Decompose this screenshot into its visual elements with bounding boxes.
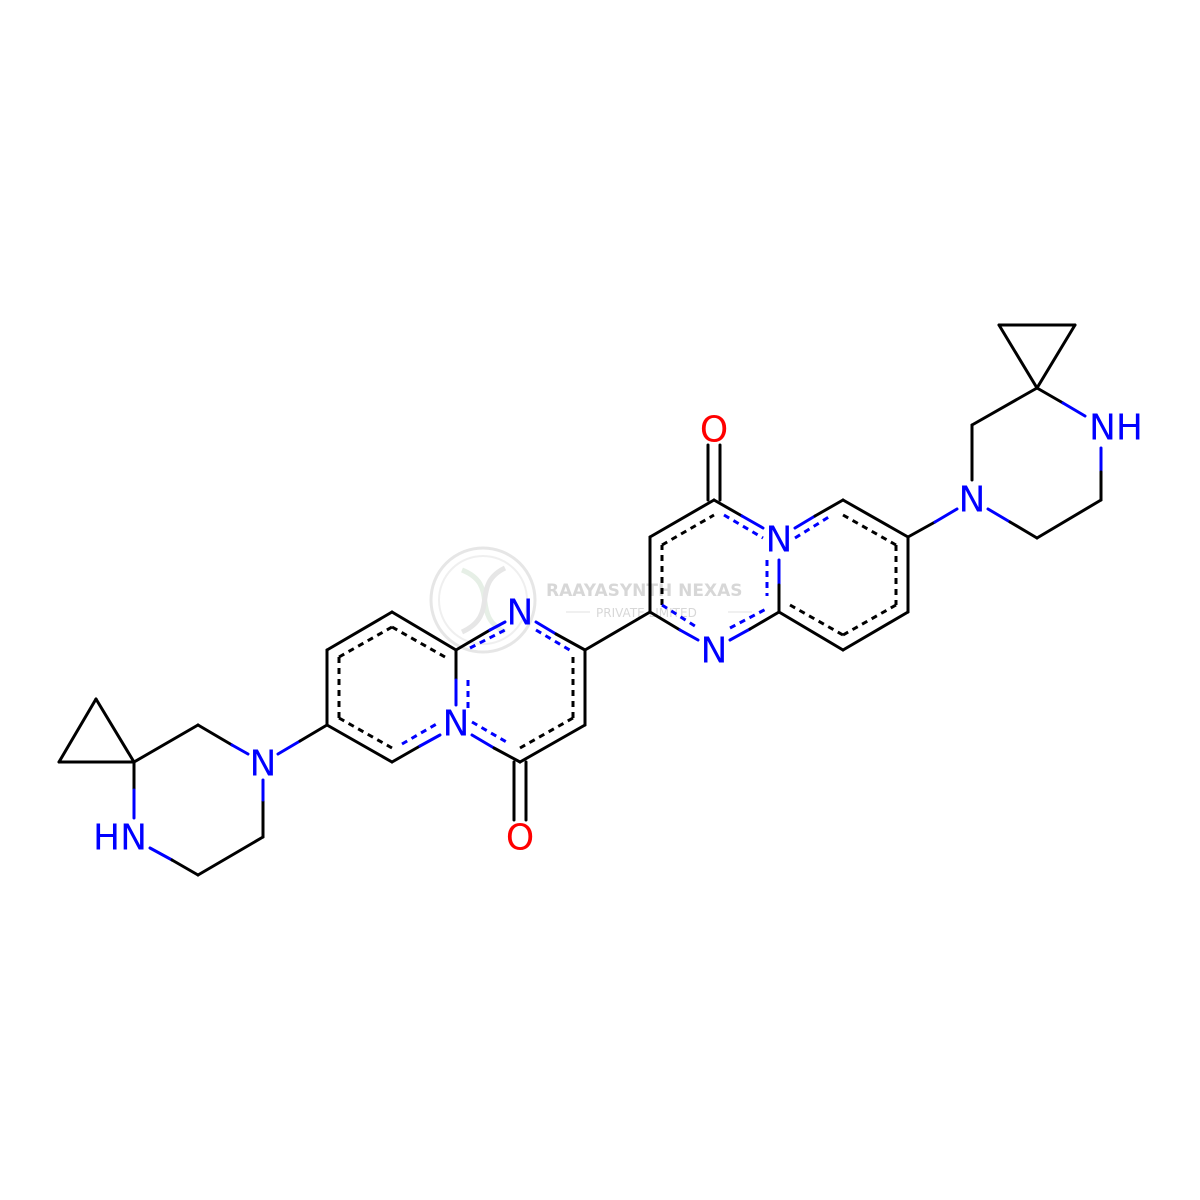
heteroatom-bonds [132,386,1103,877]
atom-labels: N N N N N N NH HN O O [93,408,1143,859]
atom-label-o1: O [700,410,728,451]
watermark: RAAYASYNTH NEXAS PRIVATE LIMITED [429,546,752,654]
carbon-bonds [57,323,1103,877]
atom-label-n6: N [959,480,986,521]
atom-label-n5: N [766,520,793,561]
aromatic-heteroatom-dashes [401,513,833,746]
atom-label-n4: N [701,631,728,672]
atom-label-n1: N [250,744,277,785]
atom-label-hn: HN [93,818,147,859]
atom-label-n3: N [507,593,534,634]
atom-label-o2: O [506,818,534,859]
atom-label-nh: NH [1089,408,1143,449]
aromatic-dashed-bonds [337,513,898,750]
atom-label-n2: N [443,704,470,745]
watermark-company: RAAYASYNTH NEXAS [546,581,743,601]
